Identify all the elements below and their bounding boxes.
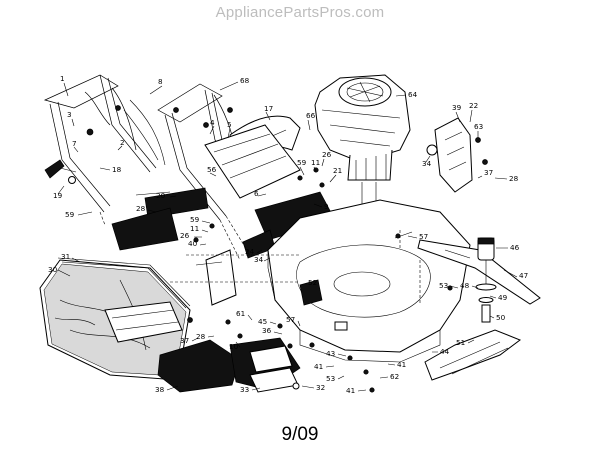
callout-61: 61 bbox=[236, 309, 245, 318]
height-adjuster bbox=[426, 117, 488, 193]
assembly-lines bbox=[99, 211, 421, 305]
rear-guard bbox=[204, 124, 301, 199]
callout-59c: 59 bbox=[190, 215, 200, 224]
callout-59b: 59 bbox=[65, 210, 75, 219]
callout-8: 8 bbox=[158, 77, 163, 86]
rear-skirt bbox=[111, 207, 179, 251]
callout-11a: 11 bbox=[311, 158, 320, 167]
callout-10: 10 bbox=[229, 342, 239, 351]
callout-51: 51 bbox=[456, 338, 465, 347]
mower-deck bbox=[267, 199, 471, 363]
callout-26b: 26 bbox=[180, 231, 190, 240]
callout-52: 52 bbox=[308, 278, 317, 287]
engine bbox=[314, 74, 411, 181]
callout-18: 18 bbox=[112, 165, 122, 174]
callout-30: 30 bbox=[48, 265, 58, 274]
blade-adapter bbox=[475, 237, 497, 323]
watermark: AppliancePartsPros.com bbox=[215, 4, 385, 21]
callout-37b: 37 bbox=[180, 336, 189, 345]
callout-59a: 59 bbox=[297, 158, 307, 167]
callout-63: 63 bbox=[474, 122, 483, 131]
callout-57b: 57 bbox=[286, 315, 295, 324]
callout-37a: 37 bbox=[484, 168, 493, 177]
callout-7: 7 bbox=[72, 139, 77, 148]
callout-50: 50 bbox=[496, 313, 506, 322]
callout-20: 20 bbox=[156, 191, 166, 200]
callout-34: 34 bbox=[422, 159, 432, 168]
callout-2: 2 bbox=[120, 138, 125, 147]
axle-bracket bbox=[249, 367, 300, 393]
callout-53b: 53 bbox=[326, 374, 335, 383]
callout-3: 3 bbox=[67, 110, 72, 119]
callout-28a: 28 bbox=[509, 174, 519, 183]
leader-lines bbox=[57, 81, 518, 392]
callout-19: 19 bbox=[53, 191, 63, 200]
callout-21: 21 bbox=[333, 166, 342, 175]
callout-38: 38 bbox=[155, 385, 165, 394]
callout-1: 1 bbox=[60, 74, 65, 83]
callout-43: 43 bbox=[326, 349, 335, 358]
callout-28c: 28 bbox=[196, 332, 206, 341]
callout-39: 39 bbox=[452, 103, 462, 112]
callout-26a: 26 bbox=[322, 150, 332, 159]
callout-46: 46 bbox=[510, 243, 520, 252]
grass-bag bbox=[39, 259, 191, 381]
page-footer: 9/09 bbox=[281, 424, 319, 445]
callout-32: 32 bbox=[316, 383, 325, 392]
rear-door-bracket bbox=[424, 329, 522, 381]
callout-4: 4 bbox=[210, 118, 215, 127]
callout-66: 66 bbox=[306, 111, 316, 120]
callout-49: 49 bbox=[498, 293, 508, 302]
callout-48: 48 bbox=[460, 281, 470, 290]
callout-5: 5 bbox=[227, 120, 232, 129]
callout-22: 22 bbox=[469, 101, 478, 110]
callout-33: 33 bbox=[240, 385, 249, 394]
callout-44: 44 bbox=[440, 347, 450, 356]
callout-34b: 34 bbox=[254, 255, 264, 264]
callout-24: 24 bbox=[245, 247, 255, 256]
callout-31: 31 bbox=[61, 252, 70, 261]
bag-frame bbox=[57, 257, 191, 309]
callout-64: 64 bbox=[408, 90, 418, 99]
upper-handle bbox=[43, 74, 157, 213]
callout-57a: 57 bbox=[419, 232, 428, 241]
callout-41c: 41 bbox=[346, 386, 355, 395]
callout-56: 56 bbox=[207, 165, 217, 174]
hardware bbox=[135, 167, 453, 393]
callout-68: 68 bbox=[240, 76, 250, 85]
callout-41a: 41 bbox=[314, 362, 323, 371]
callout-45: 45 bbox=[258, 317, 267, 326]
callout-53a: 53 bbox=[439, 281, 448, 290]
starter-handle bbox=[44, 159, 77, 184]
callout-9: 9 bbox=[324, 202, 329, 211]
callout-41b: 41 bbox=[397, 360, 406, 369]
callout-62: 62 bbox=[390, 372, 399, 381]
callout-47: 47 bbox=[519, 271, 528, 280]
callout-labels: 1 8 68 64 3 7 2 17 4 5 66 39 22 63 34 18… bbox=[48, 74, 528, 395]
callout-36: 36 bbox=[262, 326, 272, 335]
callout-11b: 11 bbox=[190, 224, 199, 233]
side-chute bbox=[299, 279, 323, 306]
callout-6: 6 bbox=[254, 189, 259, 198]
callout-28b: 28 bbox=[136, 204, 146, 213]
callout-17: 17 bbox=[264, 104, 273, 113]
callout-40: 40 bbox=[188, 239, 198, 248]
